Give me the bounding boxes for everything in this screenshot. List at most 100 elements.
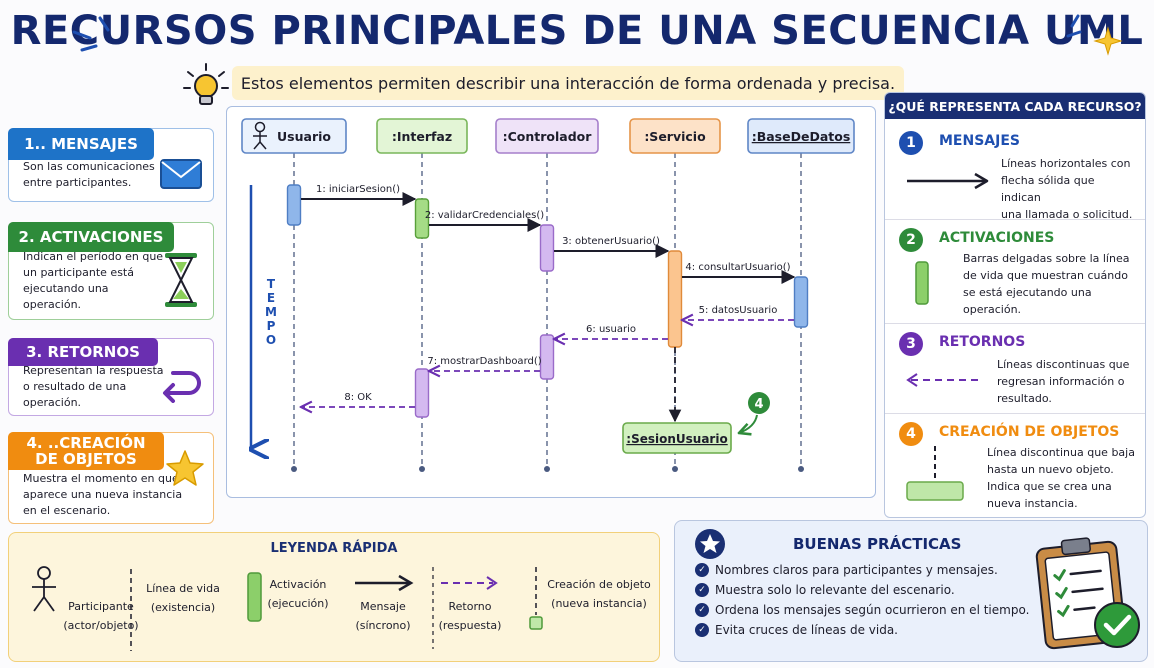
activation-bar bbox=[414, 198, 430, 239]
check-icon: ✓ bbox=[695, 583, 709, 597]
sequence-diagram: Usuario:Interfaz:Controlador:Servicio:Ba… bbox=[226, 106, 876, 498]
message-label: 8: OK bbox=[344, 392, 372, 403]
resource-activaciones: 2 ACTIVACIONES Barras delgadas sobre la … bbox=[885, 219, 1145, 320]
created-object: :SesionUsuario bbox=[622, 422, 732, 454]
participant-box bbox=[629, 118, 721, 154]
quick-legend: LEYENDA RÁPIDA Participante(actor/objeto… bbox=[8, 532, 660, 662]
lifeline-end bbox=[798, 466, 804, 472]
message-1: 1: iniciarSesion() bbox=[301, 184, 417, 206]
legend-linea-de-vida: Línea de vida(existencia) bbox=[146, 582, 220, 614]
lifeline-end bbox=[544, 466, 550, 472]
legend-mensaje: Mensaje(síncrono) bbox=[355, 600, 411, 632]
resource-number: 3 bbox=[899, 332, 923, 356]
activation-bar bbox=[539, 334, 555, 380]
best-practice-item: ✓Ordena los mensajes según ocurrieron en… bbox=[695, 603, 1029, 617]
card-activaciones-header: 2. ACTIVACIONES bbox=[8, 222, 174, 252]
dashed-return-arrow-icon bbox=[906, 373, 981, 387]
message-label: 3: obtenerUsuario() bbox=[562, 236, 660, 247]
lightbulb-icon bbox=[183, 63, 229, 105]
legend-title: LEYENDA RÁPIDA bbox=[270, 541, 398, 556]
best-practices-panel: BUENAS PRÁCTICAS ✓Nombres claros para pa… bbox=[674, 520, 1148, 662]
resource-title: ACTIVACIONES bbox=[939, 230, 1055, 246]
lifeline-legend-icon bbox=[130, 569, 132, 651]
activation-bar bbox=[539, 224, 555, 272]
message-4: 4: consultarUsuario() bbox=[682, 262, 796, 284]
sequence-diagram-canvas: Usuario:Interfaz:Controlador:Servicio:Ba… bbox=[241, 118, 855, 472]
burst-lines-left-icon bbox=[72, 16, 110, 52]
card-mensajes-header: 1.. MENSAJES bbox=[8, 128, 154, 160]
creation-legend-icon bbox=[529, 567, 543, 630]
participant-box bbox=[241, 118, 347, 154]
sync-message-legend-icon bbox=[355, 574, 414, 592]
resource-title: RETORNOS bbox=[939, 334, 1026, 350]
participant-name: :Controlador bbox=[503, 129, 593, 144]
message-label: 4: consultarUsuario() bbox=[685, 262, 790, 273]
page-title: RECURSOS PRINCIPALES DE UNA SECUENCIA UM… bbox=[10, 8, 1144, 54]
subtitle-banner: Estos elementos permiten describir una i… bbox=[232, 66, 904, 100]
return-legend-icon bbox=[441, 576, 498, 590]
message-label: 5: datosUsuario bbox=[699, 305, 778, 316]
participant-name: Usuario bbox=[277, 129, 331, 144]
check-icon: ✓ bbox=[695, 563, 709, 577]
message-label: 6: usuario bbox=[586, 324, 636, 335]
message-label: 1: iniciarSesion() bbox=[316, 184, 400, 195]
legend-retorno: Retorno(respuesta) bbox=[438, 600, 502, 632]
actor-leg bbox=[253, 141, 261, 150]
resource-title: MENSAJES bbox=[939, 133, 1020, 149]
resources-panel-header: ¿QUÉ REPRESENTA CADA RECURSO? bbox=[885, 93, 1145, 119]
lifeline-end bbox=[291, 466, 297, 472]
legend-separator bbox=[432, 567, 434, 649]
activation-legend-icon bbox=[247, 572, 262, 622]
lifeline-end bbox=[672, 466, 678, 472]
envelope-icon bbox=[160, 159, 202, 189]
subtitle-text: Estos elementos permiten describir una i… bbox=[240, 73, 896, 93]
participant-name: :Interfaz bbox=[392, 129, 452, 144]
resource-number: 1 bbox=[899, 131, 923, 155]
actor-figure-icon bbox=[32, 566, 56, 612]
best-practice-item: ✓Evita cruces de líneas de vida. bbox=[695, 623, 898, 637]
legend-participante: Participante(actor/objeto) bbox=[63, 600, 139, 632]
object-creation-icon bbox=[906, 446, 964, 501]
resources-panel: ¿QUÉ REPRESENTA CADA RECURSO? 1 MENSAJES… bbox=[884, 92, 1146, 518]
card-activaciones: 2. ACTIVACIONES Indican el período en qu… bbox=[8, 222, 214, 320]
message-7: 7: mostrarDashboard() bbox=[427, 356, 542, 371]
activation-bar bbox=[667, 250, 683, 348]
participant-1: Usuario bbox=[241, 118, 347, 154]
creation-badge: 4 bbox=[739, 392, 770, 433]
activation-bar bbox=[414, 368, 430, 418]
participant-4: :Servicio bbox=[629, 118, 721, 154]
message-8: 8: OK bbox=[301, 392, 415, 407]
participant-box bbox=[495, 118, 599, 154]
badge-circle bbox=[748, 392, 770, 414]
message-label: 7: mostrarDashboard() bbox=[427, 356, 541, 367]
best-practices-title: BUENAS PRÁCTICAS bbox=[793, 535, 962, 553]
message-2: 2: validarCredenciales() bbox=[425, 210, 544, 232]
resource-creacion-objetos: 4 CREACIÓN DE OBJETOS Línea discontinua … bbox=[885, 413, 1145, 518]
resource-title: CREACIÓN DE OBJETOS bbox=[939, 424, 1120, 440]
check-icon: ✓ bbox=[695, 603, 709, 617]
star-icon bbox=[166, 450, 204, 486]
message-label: 2: validarCredenciales() bbox=[425, 210, 544, 221]
created-object-name: :SesionUsuario bbox=[626, 432, 727, 446]
participant-3: :Controlador bbox=[495, 118, 599, 154]
created-object-box bbox=[622, 422, 732, 454]
best-practice-item: ✓Nombres claros para participantes y men… bbox=[695, 563, 998, 577]
resource-number: 2 bbox=[899, 228, 923, 252]
participant-name: :Servicio bbox=[644, 129, 706, 144]
resource-number: 4 bbox=[899, 422, 923, 446]
legend-activacion: Activación(ejecución) bbox=[267, 578, 329, 610]
participant-box bbox=[376, 118, 468, 154]
hourglass-icon bbox=[165, 253, 197, 307]
clipboard-checklist-icon bbox=[1035, 537, 1140, 650]
badge-pointer bbox=[739, 414, 758, 433]
